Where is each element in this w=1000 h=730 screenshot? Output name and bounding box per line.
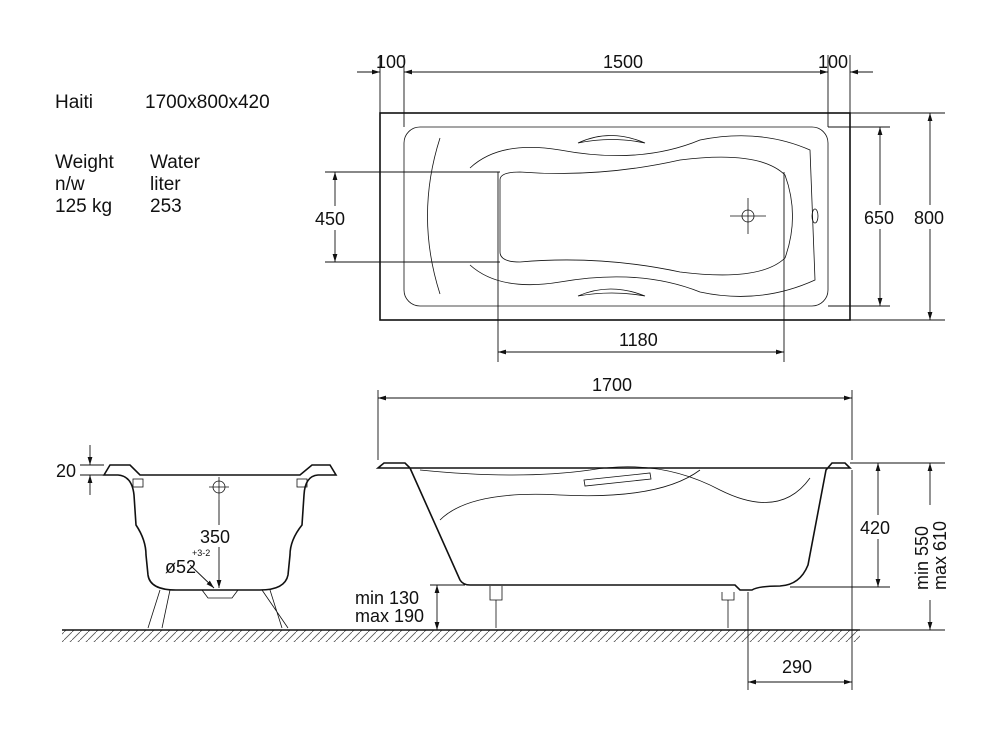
- drain-crosshair: [730, 198, 766, 234]
- floor: [62, 629, 860, 642]
- top-outer-rim: [379, 112, 851, 321]
- model-name: Haiti: [55, 92, 93, 113]
- weight-value: 125 kg: [55, 196, 112, 217]
- weight-sub: n/w: [55, 174, 85, 195]
- top-outer-contour: [469, 135, 816, 297]
- dim-depth: 420: [860, 518, 890, 538]
- dim-drain-diameter: ø52: [165, 557, 196, 577]
- top-inner-rim: [403, 126, 829, 307]
- extension-lines-drain: [747, 470, 853, 690]
- dim-total-length: 1700: [592, 375, 632, 395]
- dim-inner-length: 1500: [603, 52, 643, 72]
- dim-drain-height: 350: [200, 527, 230, 547]
- dim-basin-length: 1180: [619, 330, 658, 350]
- overflow-icon: [811, 208, 819, 224]
- extension-lines-rim: [80, 464, 104, 476]
- dim-legs-max: max 190: [355, 606, 424, 626]
- dim-inner-width: 650: [864, 208, 894, 228]
- dim-rim: 20: [56, 461, 76, 481]
- end-drain: [201, 589, 239, 599]
- handle-top: [577, 135, 646, 144]
- water-sub: liter: [150, 174, 181, 195]
- top-view: 100 1500 100 650 800 450 1180: [314, 52, 948, 362]
- side-contours: [419, 466, 811, 521]
- dim-height-min: min 550: [912, 526, 932, 590]
- extension-lines-left: [325, 171, 500, 263]
- extension-lines-length: [377, 390, 853, 460]
- dim-right-margin: 100: [818, 52, 848, 72]
- end-body: [102, 464, 338, 591]
- end-view: 20 350 ø52 +3-2: [56, 445, 338, 629]
- dim-arrow: [189, 564, 215, 589]
- dim-drain-offset: 290: [782, 657, 812, 677]
- weight-label: Weight: [55, 152, 115, 173]
- dim-left-margin: 100: [376, 52, 406, 72]
- dim-basin-width: 450: [315, 209, 345, 229]
- basin-contour: [499, 156, 793, 276]
- end-legs: [147, 589, 289, 629]
- side-legs: [489, 586, 735, 628]
- extension-lines-top: [379, 55, 851, 127]
- handle-bottom: [577, 288, 646, 297]
- side-handle: [583, 472, 652, 487]
- backrest-curve: [427, 137, 441, 295]
- end-handle-left: [132, 478, 144, 488]
- dim-legs-min: min 130: [355, 588, 419, 608]
- side-body: [375, 462, 852, 591]
- water-value: 253: [150, 196, 182, 217]
- dim-height-max: max 610: [930, 521, 950, 590]
- side-view: 1700 420 min 550 max 610 min 130 max 190…: [355, 375, 950, 690]
- extension-lines-bottom: [497, 172, 785, 362]
- end-handle-right: [296, 478, 308, 488]
- dim-drain-tolerance: +3-2: [192, 548, 210, 558]
- dim-total-width: 800: [914, 208, 944, 228]
- extension-lines-right: [828, 112, 945, 321]
- model-size: 1700x800x420: [145, 92, 270, 113]
- end-overflow-cross: [209, 477, 229, 500]
- specs-block: Haiti 1700x800x420 Weight n/w 125 kg Wat…: [55, 92, 270, 217]
- water-label: Water: [150, 152, 201, 173]
